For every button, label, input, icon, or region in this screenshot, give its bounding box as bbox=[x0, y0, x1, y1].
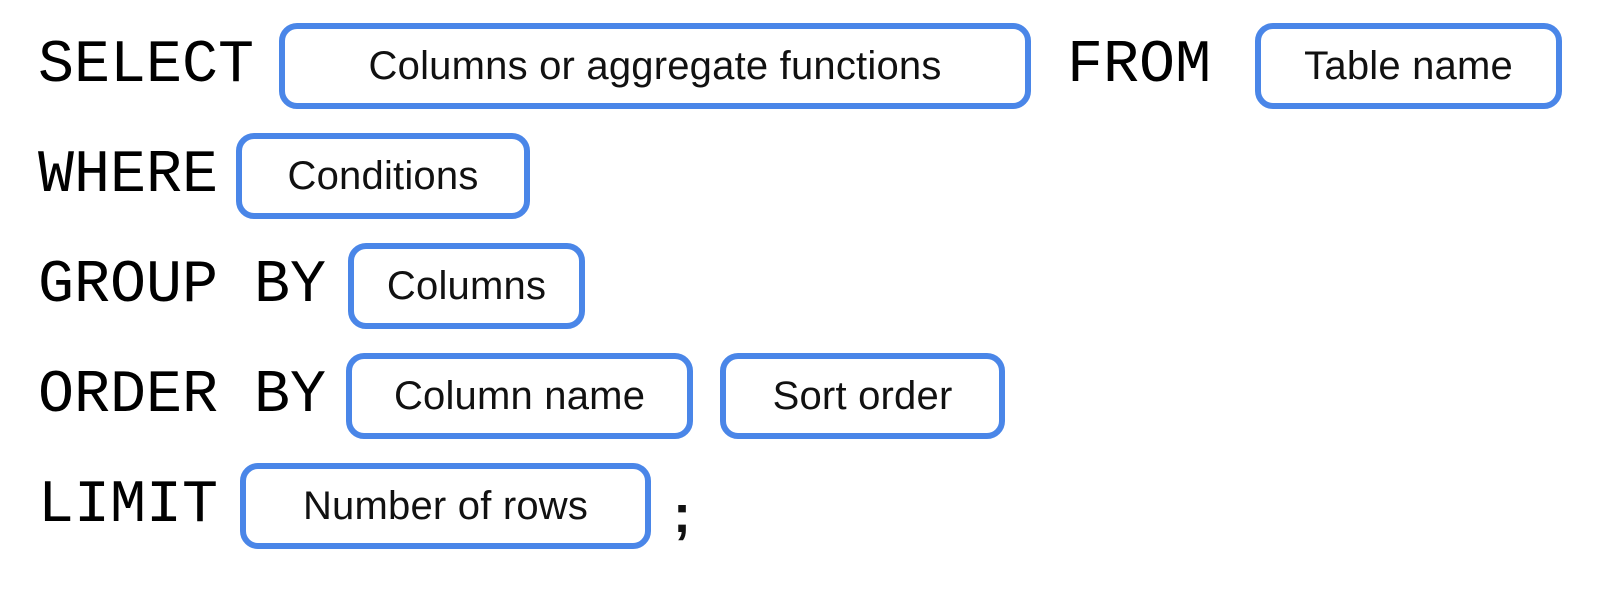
number-of-rows-label: Number of rows bbox=[302, 483, 589, 528]
number-of-rows-box: Number of rows bbox=[240, 463, 652, 549]
keyword-order-by: ORDER BY bbox=[38, 362, 327, 430]
keyword-from: FROM bbox=[1067, 32, 1212, 100]
keyword-select: SELECT bbox=[38, 32, 255, 100]
conditions-box: Conditions bbox=[236, 133, 531, 219]
where-line: WHERE Conditions bbox=[38, 132, 1600, 220]
columns-or-aggregate-functions-box: Columns or aggregate functions bbox=[279, 23, 1032, 109]
conditions-label: Conditions bbox=[287, 153, 479, 198]
column-name-label: Column name bbox=[393, 373, 646, 418]
select-from-line: SELECT Columns or aggregate functions FR… bbox=[38, 22, 1600, 110]
order-by-line: ORDER BY Column name Sort order bbox=[38, 352, 1600, 440]
sort-order-label: Sort order bbox=[772, 373, 953, 418]
statement-terminator-semicolon: ; bbox=[673, 484, 692, 544]
columns-or-aggregate-functions-label: Columns or aggregate functions bbox=[368, 43, 942, 88]
group-by-line: GROUP BY Columns bbox=[38, 242, 1600, 330]
column-name-box: Column name bbox=[346, 353, 694, 439]
keyword-group-by: GROUP BY bbox=[38, 252, 327, 320]
table-name-box: Table name bbox=[1255, 23, 1563, 109]
table-name-label: Table name bbox=[1304, 43, 1513, 88]
sort-order-box: Sort order bbox=[720, 353, 1006, 439]
limit-line: LIMIT Number of rows ; bbox=[38, 462, 1600, 550]
group-by-columns-label: Columns bbox=[386, 263, 547, 308]
keyword-limit: LIMIT bbox=[38, 472, 219, 540]
keyword-where: WHERE bbox=[38, 142, 219, 210]
group-by-columns-box: Columns bbox=[348, 243, 586, 329]
